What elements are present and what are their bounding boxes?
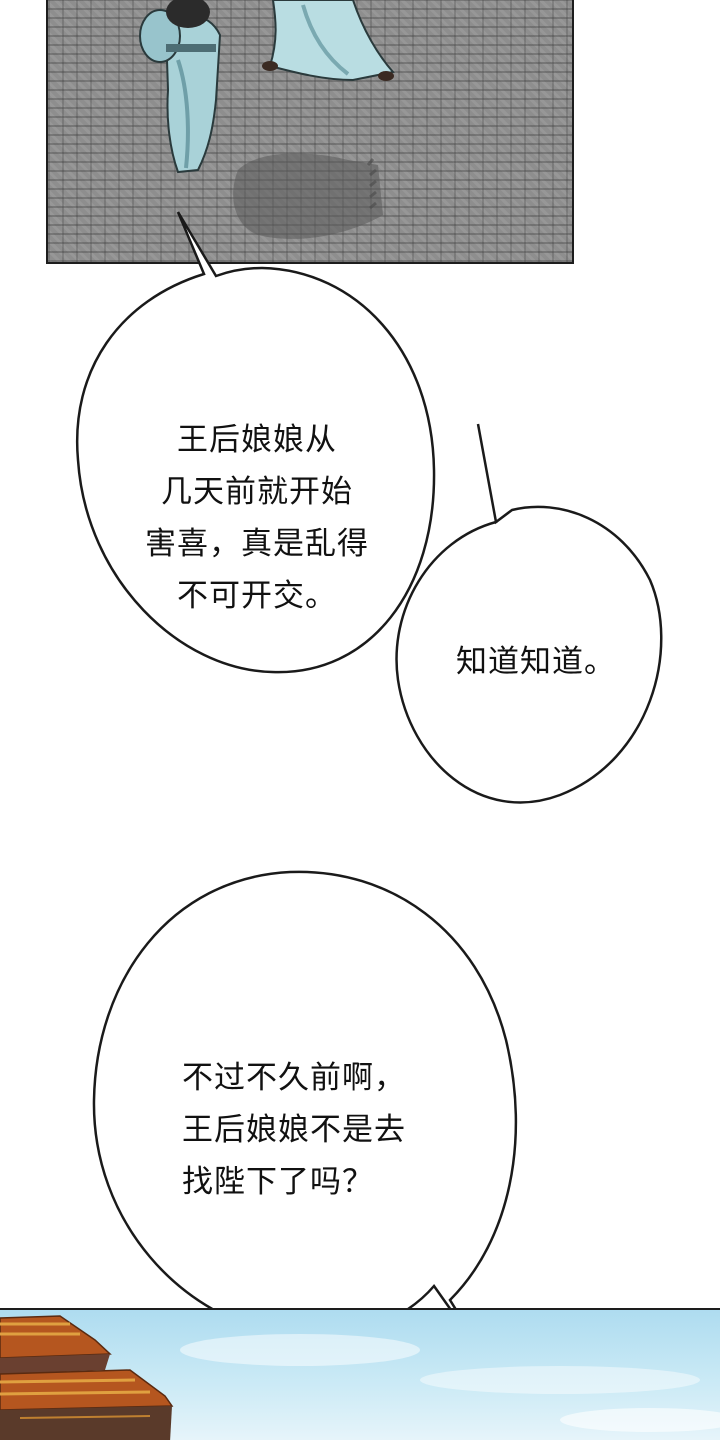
bubble-3-line-3: 找陛下了吗？: [182, 1164, 374, 1200]
bubble-1-line-4: 不可开交。: [177, 578, 337, 614]
figure-left: [139, 0, 222, 174]
speech-bubble-2-text: 知道知道。: [456, 636, 616, 688]
bubble-1-line-1: 王后娘娘从: [177, 422, 337, 458]
ground-shadow: [233, 153, 383, 239]
palace-panel: [0, 1308, 720, 1440]
speech-bubble-1-outline: [75, 211, 436, 674]
courtyard-illustration: [139, 0, 395, 239]
figure-right: [262, 0, 395, 82]
speech-bubble-2-outline: [395, 423, 663, 804]
bubble-3-line-2: 王后娘娘不是去: [182, 1112, 406, 1148]
bubble-3-line-1: 不过不久前啊，: [182, 1060, 406, 1096]
palace-illustration: [0, 1315, 720, 1440]
bubble-1-line-3: 害喜，真是乱得: [145, 526, 369, 562]
bubble-2-line-1: 知道知道。: [456, 644, 616, 680]
speech-bubble-1-text: 王后娘娘从 几天前就开始 害喜，真是乱得 不可开交。: [130, 414, 384, 622]
courtyard-panel: [46, 0, 574, 264]
bubble-1-line-2: 几天前就开始: [161, 474, 353, 510]
speech-bubble-3-text: 不过不久前啊， 王后娘娘不是去 找陛下了吗？: [182, 1052, 406, 1208]
palace-roof: [0, 1315, 174, 1440]
